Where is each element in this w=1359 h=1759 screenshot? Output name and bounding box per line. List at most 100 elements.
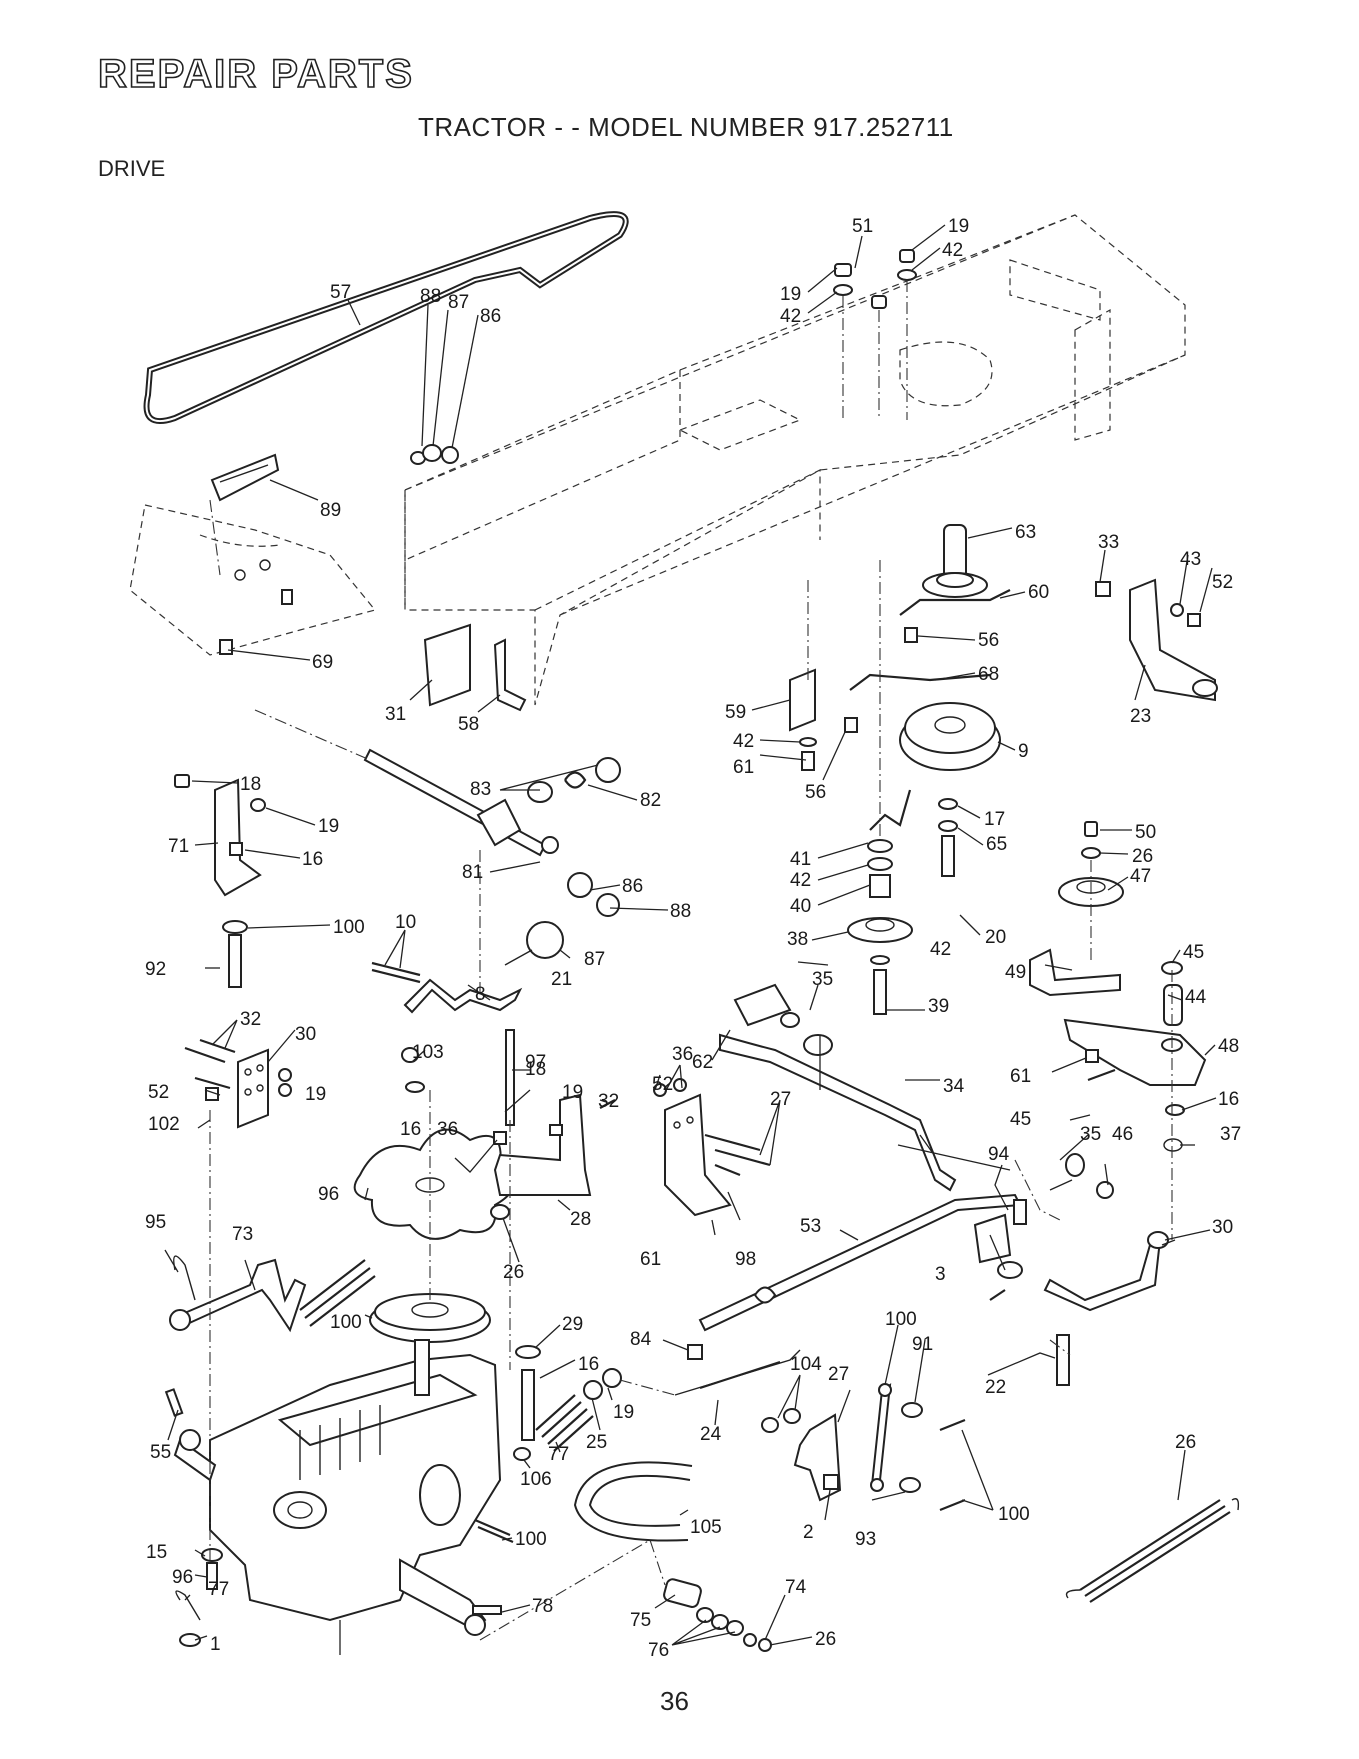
part-label: 30: [295, 1024, 316, 1045]
belt-guide: [210, 453, 280, 502]
part-label: 33: [1098, 532, 1119, 553]
part-label: 34: [943, 1076, 965, 1097]
part-label: 48: [1218, 1036, 1239, 1057]
part-label: 100: [885, 1309, 917, 1330]
key-77a: [164, 1388, 184, 1417]
part-label: 32: [240, 1009, 261, 1030]
part-label: 57: [330, 282, 351, 303]
part-label: 15: [146, 1542, 167, 1563]
bracket-104: [761, 1408, 842, 1502]
part-label: 75: [630, 1610, 651, 1631]
pulley-3: [369, 1293, 491, 1343]
drive-belt: [143, 211, 629, 425]
bolt-91: [521, 1369, 535, 1441]
part-label: 18: [240, 774, 261, 795]
part-label: 45: [1010, 1109, 1031, 1130]
part-label: 102: [148, 1114, 180, 1135]
leader-lines: [164, 224, 1217, 1655]
clip-96a: [173, 1255, 196, 1301]
part-label: 93: [855, 1529, 876, 1550]
part-label: 51: [852, 216, 873, 237]
part-label: 81: [462, 862, 483, 883]
part-label: 61: [640, 1249, 661, 1270]
washer-26b: [997, 1261, 1023, 1279]
assembly-guide-lines: [209, 499, 1092, 1641]
pedal-shaft-34: [719, 983, 1011, 1192]
part-label: 36: [672, 1044, 693, 1065]
spring-2: [474, 1518, 511, 1537]
part-label: 2: [803, 1522, 814, 1543]
bolt-15: [206, 1562, 218, 1590]
part-label: 50: [1135, 822, 1156, 843]
part-label: 98: [735, 1249, 756, 1270]
part-label: 31: [385, 704, 406, 725]
part-label: 1: [210, 1634, 221, 1655]
part-label: 19: [613, 1402, 634, 1423]
part-label: 74: [785, 1577, 807, 1598]
part-label: 26: [1175, 1432, 1196, 1453]
part-label: 19: [780, 284, 801, 305]
knob-21: [526, 921, 564, 959]
part-label: 3: [935, 1264, 946, 1285]
section-heading: DRIVE: [98, 156, 166, 181]
part-label: 42: [733, 731, 754, 752]
part-label: 105: [690, 1517, 722, 1538]
part-label: 16: [1218, 1089, 1239, 1110]
part-label: 26: [815, 1629, 836, 1650]
part-label: 10: [395, 912, 416, 933]
part-label: 87: [584, 949, 605, 970]
part-label: 62: [692, 1052, 713, 1073]
link-rod: [870, 1383, 892, 1487]
washer-26d: [179, 1633, 201, 1647]
part-label: 38: [787, 929, 808, 950]
part-label: 86: [480, 306, 501, 327]
spring-95: [169, 1258, 376, 1333]
part-label: 8: [475, 984, 486, 1005]
part-label: 56: [805, 782, 826, 803]
part-label: 45: [1183, 942, 1204, 963]
washer-100e: [201, 1548, 223, 1562]
cooling-fan-94: [353, 1128, 515, 1240]
part-label: 42: [942, 240, 963, 261]
part-label: 43: [1180, 549, 1201, 570]
page-number: 36: [660, 1686, 689, 1716]
part-label: 104: [790, 1354, 822, 1375]
part-label: 19: [948, 216, 969, 237]
model-subtitle: TRACTOR - - MODEL NUMBER 917.252711: [418, 112, 954, 142]
part-label: 28: [570, 1209, 591, 1230]
part-label: 71: [168, 836, 189, 857]
part-label: 89: [320, 500, 341, 521]
part-label: 100: [998, 1504, 1030, 1525]
part-label: 16: [302, 849, 323, 870]
linkage-rod-28: [698, 1193, 1027, 1332]
right-pulley-stack: [1029, 821, 1207, 1240]
hose-93: [588, 1474, 691, 1527]
bracket-71: [174, 774, 266, 988]
page-title: REPAIR PARTS: [97, 51, 414, 97]
spring-25: [535, 1394, 594, 1452]
part-label: 18: [525, 1059, 546, 1080]
part-label: 92: [145, 959, 166, 980]
part-label: 21: [551, 969, 572, 990]
part-label: 56: [978, 630, 999, 651]
mounting-plate-30-mid: [653, 1078, 771, 1217]
washer-100d: [899, 1477, 921, 1493]
part-label: 19: [318, 816, 339, 837]
part-label: 46: [1112, 1124, 1133, 1145]
frame-hardware: [219, 249, 917, 655]
part-label: 22: [985, 1377, 1006, 1398]
part-label: 41: [790, 849, 811, 870]
part-label: 26: [503, 1262, 524, 1283]
part-label: 60: [1028, 582, 1049, 603]
part-label: 35: [1080, 1124, 1101, 1145]
part-label: 61: [1010, 1066, 1031, 1087]
part-label: 16: [578, 1354, 599, 1375]
part-label: 69: [312, 652, 333, 673]
part-label: 49: [1005, 962, 1026, 983]
spring-55: [1065, 1498, 1240, 1603]
tractor-frame: [404, 214, 1186, 706]
part-label: 73: [232, 1224, 253, 1245]
part-label: 19: [305, 1084, 326, 1105]
part-label: 100: [330, 1312, 362, 1333]
